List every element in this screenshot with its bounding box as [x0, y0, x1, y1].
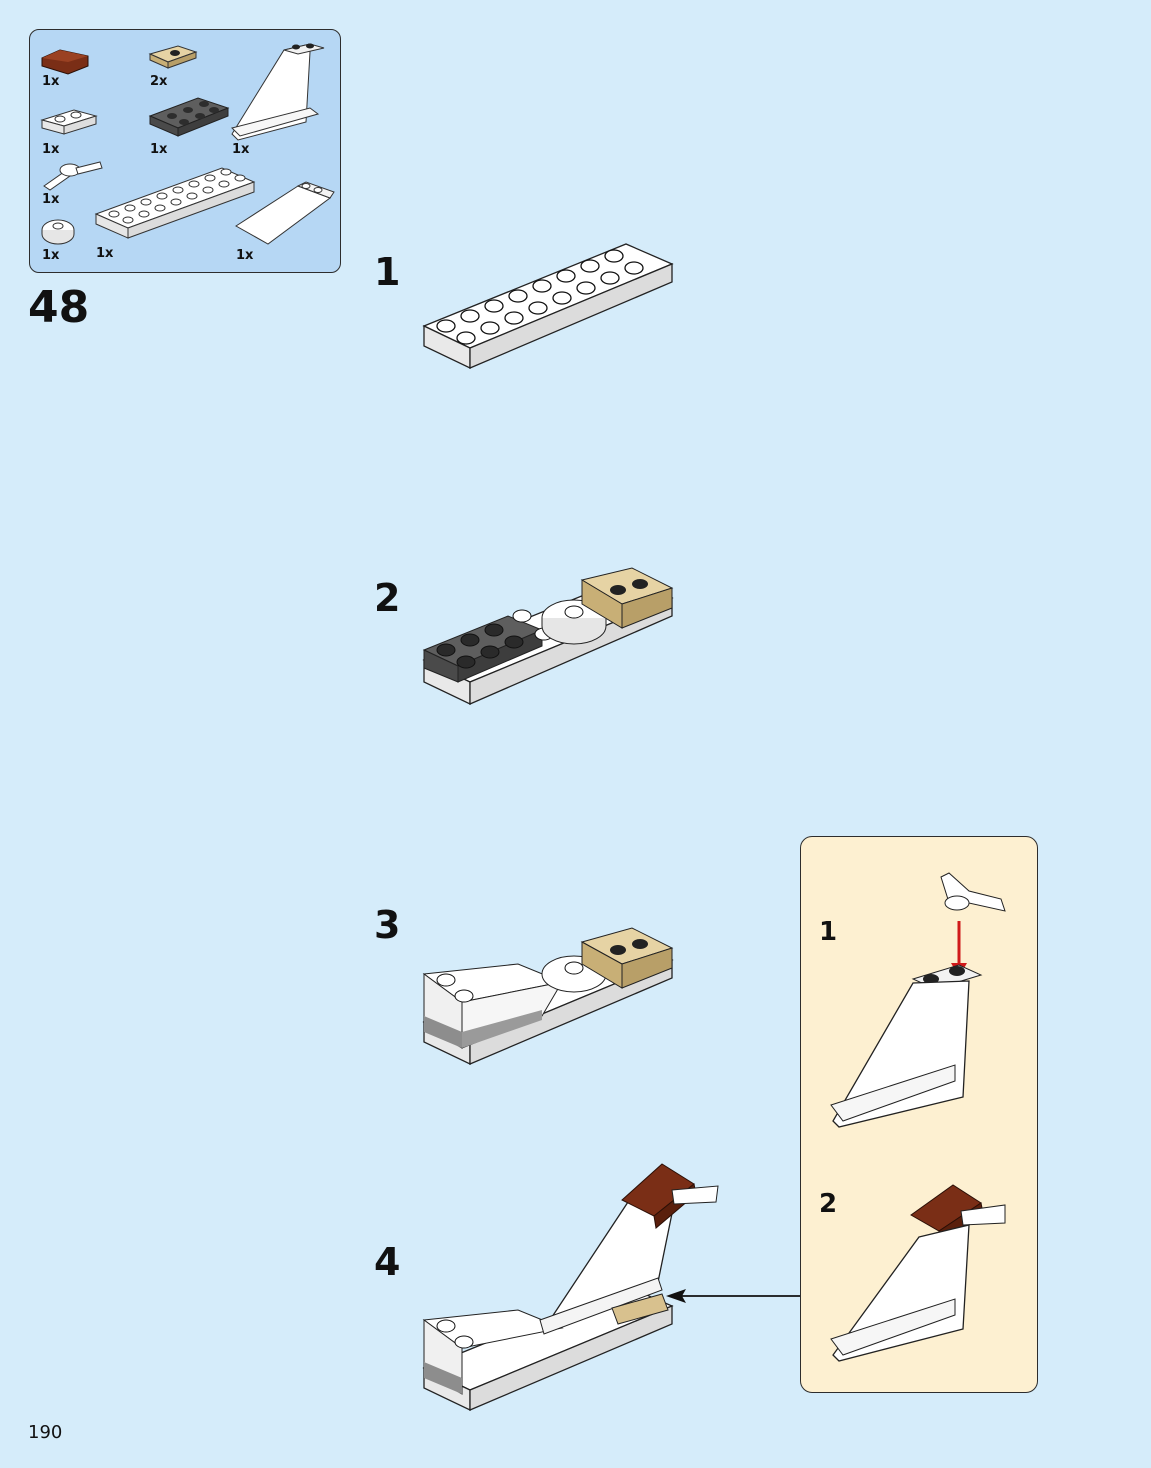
- callout-step-1-illustration: [830, 872, 1006, 1128]
- callout-pointer-arrow: [666, 1289, 800, 1303]
- white-plate-2x8-icon: [94, 167, 256, 239]
- white-slope-icon: [235, 181, 335, 245]
- tan-jumper-plate-icon: [148, 45, 198, 69]
- callout-step-2: 2: [819, 1189, 838, 1219]
- callout-step-2-illustration: [830, 1184, 1006, 1362]
- white-plate-1x2-icon: [40, 109, 98, 135]
- part-qty: 1x: [150, 142, 168, 157]
- part-qty: 1x: [96, 246, 114, 261]
- build-step-number: 48: [28, 282, 90, 333]
- brown-curved-slope-icon: [41, 49, 89, 75]
- part-qty: 1x: [42, 142, 60, 157]
- bar-holder-clip-icon: [43, 161, 103, 191]
- part-qty: 1x: [42, 74, 60, 89]
- substep-label-2: 2: [374, 576, 401, 620]
- page-number: 190: [28, 1422, 63, 1443]
- part-qty: 2x: [150, 74, 168, 89]
- callout-step-1: 1: [819, 917, 838, 947]
- white-round-plate-icon: [41, 219, 75, 245]
- parts-list-box: 1x 2x 1x 1x 1x: [29, 29, 341, 273]
- substep-3-illustration: [422, 927, 674, 1066]
- sub-assembly-callout: 1 2: [800, 836, 1038, 1393]
- substep-label-4: 4: [374, 1240, 401, 1284]
- substep-label-3: 3: [374, 903, 401, 947]
- part-qty: 1x: [232, 142, 250, 157]
- part-qty: 1x: [42, 248, 60, 263]
- tail-fin-icon: [231, 43, 325, 141]
- substep-label-1: 1: [374, 250, 401, 294]
- substep-1-illustration: [422, 243, 674, 370]
- substep-4-illustration: [422, 1163, 719, 1412]
- part-qty: 1x: [42, 192, 60, 207]
- substep-2-illustration: [422, 567, 674, 706]
- dark-gray-plate-icon: [148, 97, 230, 137]
- part-qty: 1x: [236, 248, 254, 263]
